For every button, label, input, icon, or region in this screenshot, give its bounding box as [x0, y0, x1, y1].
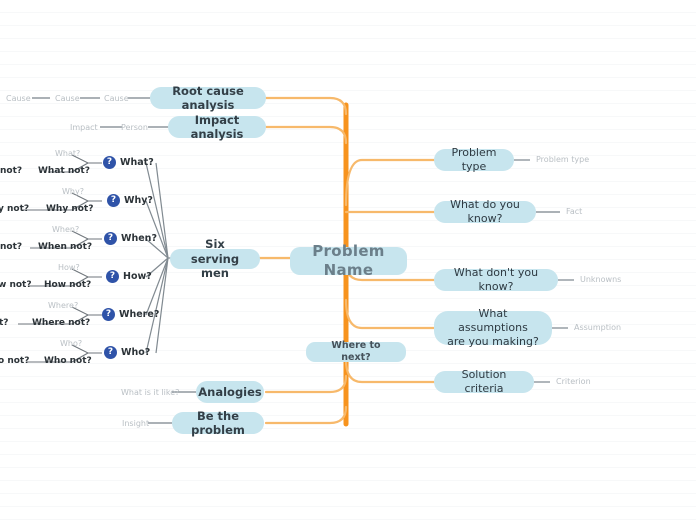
question-badge-icon: ?	[104, 346, 117, 359]
node-label: Analogies	[198, 384, 262, 399]
six-bold-what-not: What not?	[38, 166, 90, 176]
tag-cause-1: Cause	[104, 94, 129, 103]
six-item-when[interactable]: ? When?	[104, 232, 157, 245]
six-faint-how: How?	[58, 263, 80, 272]
six-bold-why-not: Why not?	[46, 204, 94, 214]
six-item-what[interactable]: ? What?	[103, 156, 154, 169]
tag-assumption: Assumption	[574, 323, 622, 332]
six-item-label: Where?	[119, 308, 160, 320]
tag-person: Person	[121, 123, 148, 132]
six-item-label: When?	[121, 232, 157, 244]
six-item-who[interactable]: ? Who?	[104, 346, 150, 359]
six-faint-who: Who?	[60, 339, 83, 348]
question-badge-icon: ?	[107, 194, 120, 207]
tag-criterion: Criterion	[556, 377, 591, 386]
node-label: Six serving men	[190, 237, 240, 281]
six-faint-why: Why?	[62, 187, 84, 196]
six-clipped-why-not: y not?	[0, 204, 30, 214]
root-node[interactable]: Problem Name	[290, 242, 407, 279]
six-faint-where: Where?	[48, 301, 79, 310]
node-problem-type[interactable]: Problem type	[434, 146, 514, 173]
right-branch-wires	[344, 158, 436, 384]
six-bold-who-not: Who not?	[44, 356, 92, 366]
six-clipped-who-not: o not?	[0, 356, 30, 366]
six-item-why[interactable]: ? Why?	[107, 194, 153, 207]
node-label: Be the problem	[191, 408, 245, 437]
tag-problem-type: Problem type	[536, 155, 590, 164]
six-bold-where-not: Where not?	[32, 318, 91, 328]
tag-what-is-it-like: What is it like?	[121, 388, 180, 397]
six-clipped-when-not: not?	[0, 242, 23, 252]
node-label: What don't you know?	[453, 266, 539, 293]
node-be-the-problem[interactable]: Be the problem	[172, 409, 264, 437]
right-tag-wires	[514, 159, 574, 383]
node-label: Where to next?	[331, 340, 381, 363]
question-badge-icon: ?	[104, 232, 117, 245]
node-solution-criteria[interactable]: Solution criteria	[434, 368, 534, 395]
tag-cause-3: Cause	[6, 94, 31, 103]
six-item-where[interactable]: ? Where?	[102, 308, 159, 321]
six-clipped-how-not: w not?	[0, 280, 32, 290]
node-label: What do you know?	[450, 198, 520, 225]
six-serving-men-bracket	[145, 162, 190, 354]
six-item-label: What?	[120, 156, 154, 168]
node-impact-analysis[interactable]: Impact analysis	[168, 113, 266, 141]
node-what-dont-you-know[interactable]: What don't you know?	[434, 266, 558, 293]
six-faint-when: When?	[52, 225, 80, 234]
six-item-label: Why?	[124, 194, 153, 206]
tag-fact: Fact	[566, 207, 583, 216]
node-label: Problem type	[451, 146, 497, 173]
tag-cause-2: Cause	[55, 94, 80, 103]
six-item-label: Who?	[121, 346, 151, 358]
six-item-how[interactable]: ? How?	[106, 270, 152, 283]
question-badge-icon: ?	[102, 308, 115, 321]
tag-impact: Impact	[70, 123, 98, 132]
six-item-label: How?	[123, 270, 152, 282]
node-six-serving-men[interactable]: Six serving men	[170, 237, 260, 280]
node-where-to-next[interactable]: Where to next?	[306, 340, 406, 363]
six-bold-when-not: When not?	[38, 242, 93, 252]
six-faint-what: What?	[55, 149, 81, 158]
root-node-label: Problem Name	[312, 242, 385, 279]
node-what-do-you-know[interactable]: What do you know?	[434, 198, 536, 225]
six-bold-how-not: How not?	[44, 280, 92, 290]
six-clipped-what-not: not?	[0, 166, 23, 176]
node-label: Solution criteria	[461, 368, 507, 395]
tag-unknowns: Unknowns	[580, 275, 622, 284]
node-label: Root cause analysis	[172, 83, 244, 112]
six-clipped-where-not: t?	[0, 318, 9, 328]
question-badge-icon: ?	[106, 270, 119, 283]
tag-insight: Insight	[122, 419, 150, 428]
node-what-assumptions[interactable]: What assumptions are you making?	[434, 307, 552, 348]
question-badge-icon: ?	[103, 156, 116, 169]
left-tag-wires	[32, 97, 196, 424]
node-analogies[interactable]: Analogies	[196, 381, 264, 403]
node-label: What assumptions are you making?	[447, 307, 539, 348]
node-root-cause-analysis[interactable]: Root cause analysis	[150, 84, 266, 112]
node-label: Impact analysis	[190, 112, 244, 141]
six-serving-men-forks	[18, 154, 102, 363]
